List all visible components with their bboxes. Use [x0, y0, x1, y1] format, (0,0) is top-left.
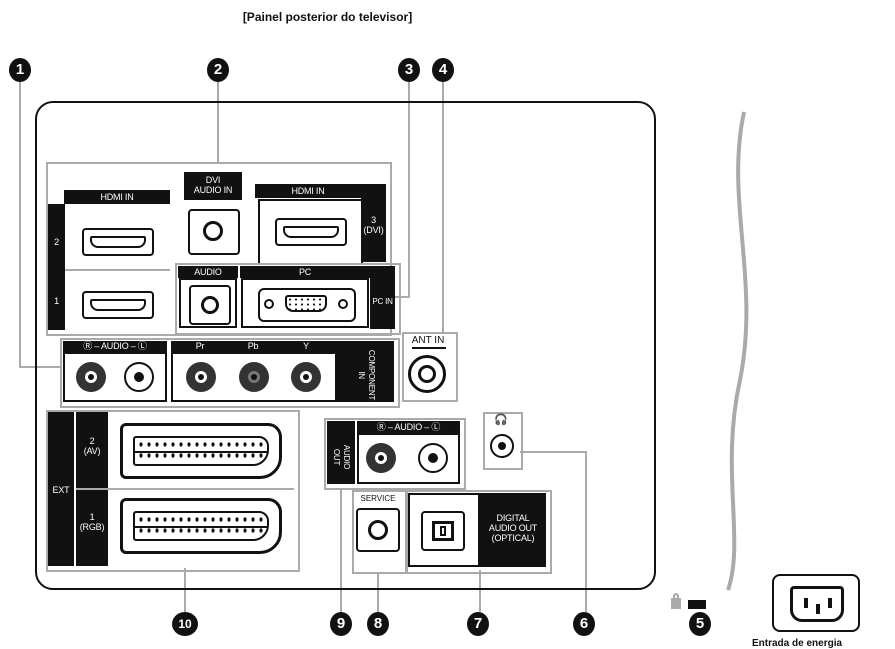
service-jack[interactable]: [356, 508, 400, 552]
headphone-icon: 🎧: [494, 414, 508, 426]
component-audio-r-jack[interactable]: [76, 362, 106, 392]
component-in-side: [337, 341, 394, 402]
headphone-jack[interactable]: [490, 434, 514, 458]
optical-label: DIGITAL AUDIO OUT (OPTICAL): [488, 513, 538, 543]
ext-label: EXT: [52, 485, 70, 495]
hdmi-3-header: [255, 184, 361, 198]
hdmi-3-top-label: HDMI IN: [291, 186, 325, 196]
kensington-lock-icon: [671, 593, 681, 609]
optical-side: [480, 493, 546, 567]
component-audio-l-jack[interactable]: [124, 362, 154, 392]
component-video-frame: [171, 352, 337, 402]
pc-audio-frame: [179, 278, 237, 328]
component-audio-label: Ⓡ – AUDIO – Ⓛ: [83, 341, 147, 351]
ext-2-label: 2 (AV): [83, 436, 101, 456]
hdmi-3-dvi-label: 3 (DVI): [363, 215, 384, 235]
power-input-frame: [772, 574, 860, 632]
hdmi-2-label: 2: [54, 237, 59, 247]
hdmi-side-bar: [48, 204, 65, 330]
audio-out-l-jack[interactable]: [418, 443, 448, 473]
callout-4: 4: [432, 58, 454, 82]
hdmi-divider: [65, 269, 170, 271]
audio-out-frame: [357, 433, 460, 484]
ext-side: [48, 412, 74, 566]
kensington-slot[interactable]: [688, 600, 706, 609]
hdmi-3-side: [361, 184, 386, 262]
power-input-label: Entrada de energia: [752, 638, 843, 649]
power-input-socket[interactable]: [790, 586, 844, 622]
pc-in-label: PC IN: [372, 297, 393, 306]
pc-audio-header: [178, 266, 238, 278]
hdmi-left-header: [64, 190, 170, 204]
callout-9: 9: [330, 612, 352, 636]
y-label: Y: [303, 341, 309, 351]
callout-1: 1: [9, 58, 31, 82]
scart-1-port[interactable]: [120, 498, 282, 554]
hdmi-2-port[interactable]: [82, 228, 154, 256]
callout-8: 8: [367, 612, 389, 636]
pc-audio-jack[interactable]: [189, 285, 231, 325]
audio-out-header: [357, 421, 460, 433]
component-y-jack[interactable]: [291, 362, 321, 392]
optical-group: [405, 490, 552, 574]
pc-label: PC: [298, 267, 312, 277]
callout-3: 3: [398, 58, 420, 82]
dvi-audio-header: [184, 172, 242, 200]
service-group: [352, 490, 408, 574]
page-title: [Painel posterior do televisor]: [242, 10, 413, 24]
callout-10: 10: [172, 612, 198, 636]
component-video-header: [171, 341, 337, 352]
component-pr-jack[interactable]: [186, 362, 216, 392]
ant-in-connector[interactable]: [408, 355, 446, 393]
pc-audio-label: AUDIO: [194, 267, 222, 277]
component-audio-header: [63, 341, 167, 352]
audio-out-group: [324, 418, 466, 490]
callout-6: 6: [573, 612, 595, 636]
ext-divider: [76, 488, 294, 490]
audio-out-label: AUDIO OUT: [332, 444, 351, 470]
audio-out-lr-label: Ⓡ – AUDIO – Ⓛ: [376, 422, 441, 432]
callout-2: 2: [207, 58, 229, 82]
pb-label: Pb: [247, 341, 259, 351]
scart-2-port[interactable]: [120, 423, 282, 479]
optical-frame: [408, 493, 480, 567]
component-audio-frame: [63, 352, 167, 402]
dvi-audio-jack[interactable]: [188, 209, 240, 255]
pc-frame: [241, 278, 369, 328]
optical-port[interactable]: [421, 511, 465, 551]
pr-label: Pr: [195, 341, 205, 351]
ext-1-label: 1 (RGB): [79, 512, 105, 532]
rear-panel-outline: [35, 101, 656, 590]
component-pb-jack[interactable]: [239, 362, 269, 392]
hdmi-3-port[interactable]: [275, 218, 347, 246]
hdmi-left-label: HDMI IN: [100, 192, 134, 202]
dvi-audio-label: DVI AUDIO IN: [193, 175, 233, 195]
component-group: [60, 338, 400, 408]
pc-in-side: [370, 266, 395, 329]
service-label: SERVICE: [360, 494, 396, 503]
hdmi-1-label: 1: [54, 296, 59, 306]
hdmi-1-port[interactable]: [82, 291, 154, 319]
audio-out-side: [327, 421, 355, 484]
ant-in-underline: [412, 347, 446, 349]
pc-vga-port[interactable]: [258, 288, 356, 322]
headphone-group: [483, 412, 523, 470]
callout-7: 7: [467, 612, 489, 636]
audio-out-r-jack[interactable]: [366, 443, 396, 473]
ant-in-group: [402, 332, 458, 402]
callout-5: 5: [689, 612, 711, 636]
ant-in-label: ANT IN: [411, 335, 445, 346]
pc-group: [175, 263, 401, 335]
component-in-label: COMPONENT IN: [357, 349, 376, 401]
pc-header: [240, 266, 370, 278]
scart-group: [46, 410, 300, 572]
hdmi-group: [46, 162, 392, 336]
